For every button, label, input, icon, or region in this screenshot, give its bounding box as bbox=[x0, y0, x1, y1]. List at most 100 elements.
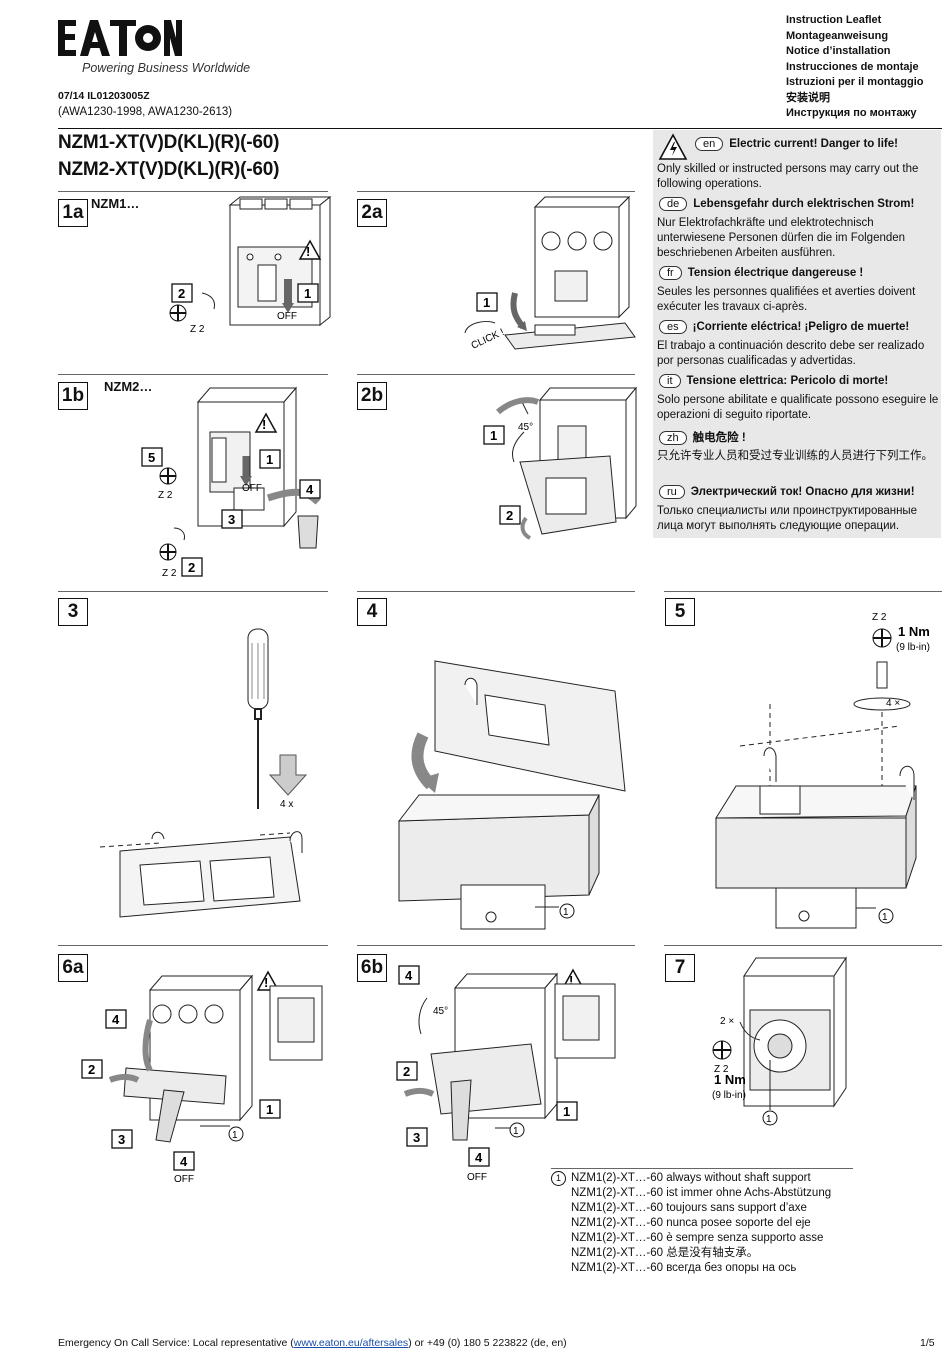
off-label: OFF bbox=[174, 1174, 194, 1185]
note-zh: NZM1(2)-XT…-60 总是没有轴支承。 bbox=[571, 1247, 759, 1259]
svg-text:1: 1 bbox=[882, 912, 888, 923]
note-ru: NZM1(2)-XT…-60 всегда без опоры на ось bbox=[571, 1262, 797, 1274]
note-ref-marker: 1 bbox=[551, 1171, 566, 1186]
tool-label: Z 2 bbox=[162, 568, 177, 579]
svg-text:!: ! bbox=[306, 244, 310, 259]
svg-text:4: 4 bbox=[180, 1154, 188, 1169]
warning-text-zh: 只允许专业人员和受过专业训练的人员进行下列工作。 bbox=[657, 450, 933, 462]
lang-code-en: en bbox=[695, 137, 724, 151]
footer: Emergency On Call Service: Local represe… bbox=[58, 1337, 567, 1349]
warning-title-it: Tensione elettrica: Pericolo di morte! bbox=[686, 375, 889, 387]
panel-rule bbox=[58, 191, 328, 192]
tool-label: Z 2 bbox=[190, 324, 205, 335]
angle-label: 45° bbox=[433, 1006, 448, 1017]
illustration-6b-handle: ! 45° 4 2 1 3 4 OFF 1 bbox=[396, 965, 616, 1183]
warning-text-es: El trabajo a continuación descrito debe … bbox=[657, 340, 925, 367]
panel-rule bbox=[357, 591, 635, 592]
svg-text:!: ! bbox=[569, 973, 573, 988]
svg-text:1: 1 bbox=[490, 428, 497, 443]
page-number: 1/5 bbox=[920, 1337, 935, 1349]
document-number: 07/14 IL01203005Z bbox=[58, 90, 150, 102]
illustration-4-cover: 1 bbox=[397, 660, 626, 930]
lang-code-zh: zh bbox=[659, 431, 687, 445]
svg-text:2: 2 bbox=[403, 1064, 410, 1079]
leaflet-lang: Montageanweisung bbox=[786, 29, 889, 42]
panel-label-2a: 2a bbox=[357, 199, 387, 227]
panel-label-5: 5 bbox=[665, 598, 695, 626]
panel-label-3: 3 bbox=[58, 598, 88, 626]
off-label: OFF bbox=[467, 1172, 487, 1183]
panel-rule bbox=[664, 945, 942, 946]
panel-rule bbox=[357, 374, 635, 375]
svg-text:1: 1 bbox=[483, 295, 490, 310]
illustration-7-rotary-handle: 2 × Z 2 1 Nm (9 lb-in) 1 bbox=[712, 956, 847, 1126]
warning-text-de: Nur Elektrofachkräfte und elektrotechnis… bbox=[657, 217, 906, 259]
svg-text:4: 4 bbox=[405, 968, 413, 983]
svg-text:3: 3 bbox=[413, 1130, 420, 1145]
illustration-6a-handle: ! 4 2 1 3 4 OFF 1 bbox=[81, 970, 323, 1185]
svg-text:1: 1 bbox=[563, 1104, 570, 1119]
warning-title-ru: Электрический ток! Опасно для жизни! bbox=[690, 486, 915, 498]
warning-title-fr: Tension électrique dangereuse ! bbox=[687, 267, 864, 279]
svg-text:!: ! bbox=[264, 975, 268, 990]
warning-text-fr: Seules les personnes qualifiées et avert… bbox=[657, 286, 916, 313]
warning-title-de: Lebensgefahr durch elektrischen Strom! bbox=[693, 198, 915, 210]
svg-text:1: 1 bbox=[232, 1130, 238, 1141]
leaflet-lang: Инструкция по монтажу bbox=[786, 107, 917, 119]
illustration-1a-breaker: ! OFF 2 1 Z 2 bbox=[169, 195, 332, 335]
panel-rule bbox=[58, 945, 328, 946]
panel-caption-1a: NZM1… bbox=[91, 196, 140, 211]
panel-label-4: 4 bbox=[357, 598, 387, 626]
click-label: CLICK ! bbox=[470, 327, 506, 352]
tool-label: Z 2 bbox=[714, 1064, 729, 1075]
lang-code-fr: fr bbox=[659, 266, 682, 280]
note-fr: NZM1(2)-XT…-60 toujours sans support d’a… bbox=[571, 1202, 807, 1214]
footer-prefix: Emergency On Call Service: Local represe… bbox=[58, 1337, 294, 1349]
svg-text:1: 1 bbox=[266, 1102, 273, 1117]
svg-text:!: ! bbox=[262, 417, 266, 432]
panel-label-1b: 1b bbox=[58, 382, 88, 410]
panel-rule bbox=[664, 591, 942, 592]
leaflet-lang: Notice d’installation bbox=[786, 45, 891, 57]
warning-text-it: Solo persone abilitate e qualificate pos… bbox=[657, 394, 939, 421]
angle-label: 45° bbox=[518, 422, 533, 433]
panel-label-2b: 2b bbox=[357, 382, 387, 410]
off-label: OFF bbox=[242, 483, 262, 494]
title-rule bbox=[58, 128, 942, 129]
panel-label-6a: 6a bbox=[58, 954, 88, 982]
off-label: OFF bbox=[277, 311, 297, 322]
illustration-2a-breaker: 1 CLICK ! bbox=[464, 195, 636, 352]
svg-text:4: 4 bbox=[475, 1150, 483, 1165]
svg-text:1: 1 bbox=[766, 1114, 772, 1125]
svg-text:2: 2 bbox=[178, 286, 185, 301]
leaflet-lang: Instrucciones de montaje bbox=[786, 60, 919, 73]
panel-caption-1b: NZM2… bbox=[104, 379, 153, 394]
leaflet-lang: Instruction Leaflet bbox=[786, 14, 882, 26]
brand-tagline: Powering Business Worldwide bbox=[82, 61, 251, 75]
panel-label-7: 7 bbox=[665, 954, 695, 982]
tool-label: Z 2 bbox=[158, 490, 173, 501]
leaflet-lang: Istruzioni per il montaggio bbox=[786, 76, 924, 88]
warning-text-ru: Только специалисты или проинструктирован… bbox=[657, 505, 918, 532]
panel-rule bbox=[58, 374, 328, 375]
count-label: 2 × bbox=[720, 1016, 734, 1027]
panel-rule bbox=[58, 591, 328, 592]
aftersales-link[interactable]: www.eaton.eu/aftersales bbox=[293, 1337, 409, 1349]
warning-title-zh: 触电危险 ! bbox=[692, 432, 746, 444]
warning-title-en: Electric current! Danger to life! bbox=[729, 138, 898, 150]
note-it: NZM1(2)-XT…-60 è sempre senza supporto a… bbox=[571, 1232, 824, 1244]
eaton-logo bbox=[58, 20, 182, 56]
note-de: NZM1(2)-XT…-60 ist immer ohne Achs-Abstü… bbox=[571, 1187, 832, 1199]
lang-code-es: es bbox=[659, 320, 687, 334]
note-es: NZM1(2)-XT…-60 nunca posee soporte del e… bbox=[571, 1217, 811, 1229]
torque-label: 1 Nm bbox=[898, 624, 930, 639]
torque-label: 1 Nm bbox=[714, 1072, 746, 1087]
electric-hazard-icon bbox=[658, 133, 688, 160]
lang-code-de: de bbox=[659, 197, 688, 211]
svg-text:2: 2 bbox=[88, 1062, 95, 1077]
svg-text:1: 1 bbox=[513, 1126, 519, 1137]
svg-text:1: 1 bbox=[563, 907, 569, 918]
document-awa: (AWA1230-1998, AWA1230-2613) bbox=[58, 106, 233, 118]
